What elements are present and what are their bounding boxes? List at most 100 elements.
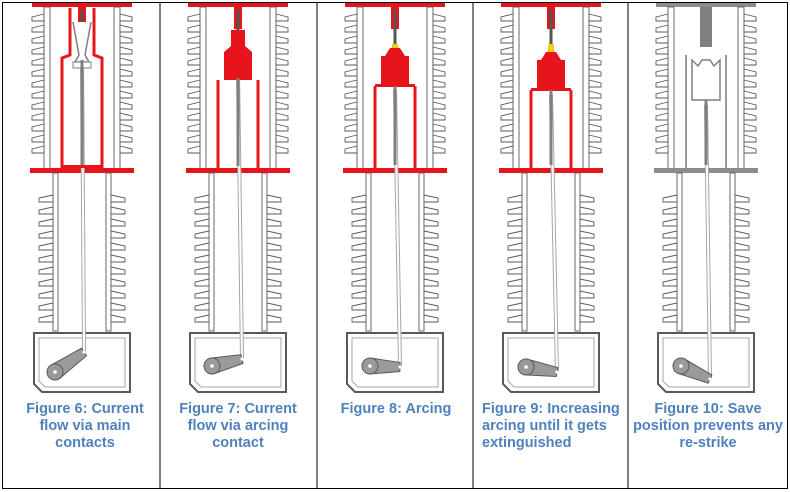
upper-insulator-fin	[500, 145, 514, 154]
upper-insulator-fin	[275, 24, 289, 33]
upper-insulator-fin	[275, 35, 289, 44]
upper-insulator-fin	[344, 68, 358, 77]
upper-insulator-fin	[588, 112, 602, 121]
contact-rod	[80, 60, 84, 165]
upper-insulator-fin	[588, 35, 602, 44]
breaker-panel-6	[30, 3, 134, 393]
mechanism-housing	[657, 332, 755, 393]
upper-insulator-fin	[655, 112, 669, 121]
lower-insulator-fin	[734, 254, 750, 263]
upper-insulator-fin	[344, 90, 358, 99]
lower-insulator-fin	[423, 302, 439, 311]
upper-insulator-fin	[432, 46, 446, 55]
upper-insulator-fin	[344, 134, 358, 143]
upper-insulator-fin	[743, 13, 757, 22]
lower-insulator-fin	[734, 302, 750, 311]
upper-insulator-fin	[119, 24, 133, 33]
mechanism-housing	[502, 332, 600, 393]
top-terminal-plate	[656, 3, 756, 7]
contact-rod	[393, 86, 397, 165]
lower-insulator-fin	[351, 230, 367, 239]
lower-insulator-fin	[579, 218, 595, 227]
upper-insulator-wall	[667, 6, 675, 171]
upper-insulator-fin	[31, 145, 45, 154]
lower-insulator-fin	[194, 314, 210, 323]
lower-insulator-fin	[507, 290, 523, 299]
upper-insulator-fin	[275, 46, 289, 55]
upper-insulator-fin	[432, 145, 446, 154]
upper-insulator-fin	[743, 101, 757, 110]
upper-insulator-fin	[119, 35, 133, 44]
upper-insulator-fin	[31, 68, 45, 77]
lower-insulator-fin	[38, 242, 54, 251]
upper-insulator-fin	[187, 13, 201, 22]
lower-insulator-fin	[423, 194, 439, 203]
upper-insulator-fin	[119, 123, 133, 132]
breaker-panel-8	[343, 3, 447, 393]
crank-pivot	[524, 365, 528, 369]
lower-insulator-fin	[734, 218, 750, 227]
upper-insulator-wall	[43, 6, 51, 171]
lower-insulator-fin	[734, 278, 750, 287]
upper-insulator-fin	[655, 68, 669, 77]
upper-insulator-fin	[500, 24, 514, 33]
upper-insulator-fin	[187, 57, 201, 66]
lower-insulator-fin	[734, 266, 750, 275]
lower-insulator-fin	[110, 254, 126, 263]
lower-insulator-fin	[351, 194, 367, 203]
lower-insulator-fin	[194, 290, 210, 299]
moving-contact-tulip	[691, 58, 721, 101]
upper-insulator-fin	[344, 112, 358, 121]
lower-insulator-fin	[507, 218, 523, 227]
mechanism-housing-inner	[194, 337, 282, 388]
upper-insulator-fin	[743, 123, 757, 132]
lower-insulator-fin	[38, 254, 54, 263]
upper-insulator-fin	[31, 35, 45, 44]
lower-insulator-fin	[266, 206, 282, 215]
upper-insulator-fin	[187, 134, 201, 143]
upper-insulator-fin	[187, 112, 201, 121]
lower-insulator-fin	[734, 314, 750, 323]
upper-insulator-fin	[187, 90, 201, 99]
lower-insulator-fin	[194, 218, 210, 227]
upper-insulator-fin	[588, 101, 602, 110]
lower-insulator-wall	[52, 172, 59, 332]
upper-insulator-fin	[31, 46, 45, 55]
upper-insulator-fin	[500, 35, 514, 44]
lower-insulator-fin	[507, 206, 523, 215]
arcing-pin	[393, 10, 397, 44]
current-top-link	[375, 84, 415, 87]
mechanism-housing-inner	[507, 337, 595, 388]
lower-insulator-fin	[662, 254, 678, 263]
main-contact-current-path	[60, 8, 104, 168]
breaker-panel-9	[499, 3, 603, 393]
lower-insulator-fin	[507, 266, 523, 275]
upper-insulator-fin	[344, 13, 358, 22]
moving-contact-nozzle	[385, 48, 405, 56]
upper-insulator-fin	[432, 13, 446, 22]
lower-insulator-fin	[351, 302, 367, 311]
lower-insulator-fin	[38, 278, 54, 287]
upper-insulator-fin	[344, 24, 358, 33]
upper-insulator-fin	[344, 35, 358, 44]
upper-insulator-fin	[655, 101, 669, 110]
upper-insulator-fin	[743, 134, 757, 143]
arcing-pin	[549, 10, 553, 44]
lower-insulator-fin	[110, 242, 126, 251]
breaker-panel-10	[654, 3, 758, 393]
upper-insulator-fin	[119, 112, 133, 121]
upper-insulator-fin	[588, 57, 602, 66]
lower-insulator-fin	[351, 254, 367, 263]
upper-insulator-fin	[588, 46, 602, 55]
lower-insulator-fin	[507, 314, 523, 323]
lower-insulator-fin	[266, 278, 282, 287]
lower-insulator-fin	[507, 254, 523, 263]
lower-insulator-fin	[351, 206, 367, 215]
breaker-panel-7	[186, 3, 290, 393]
upper-insulator-fin	[187, 46, 201, 55]
lower-insulator-fin	[38, 266, 54, 275]
upper-insulator-fin	[432, 134, 446, 143]
upper-insulator-fin	[743, 24, 757, 33]
upper-insulator-fin	[588, 68, 602, 77]
upper-insulator-fin	[500, 13, 514, 22]
